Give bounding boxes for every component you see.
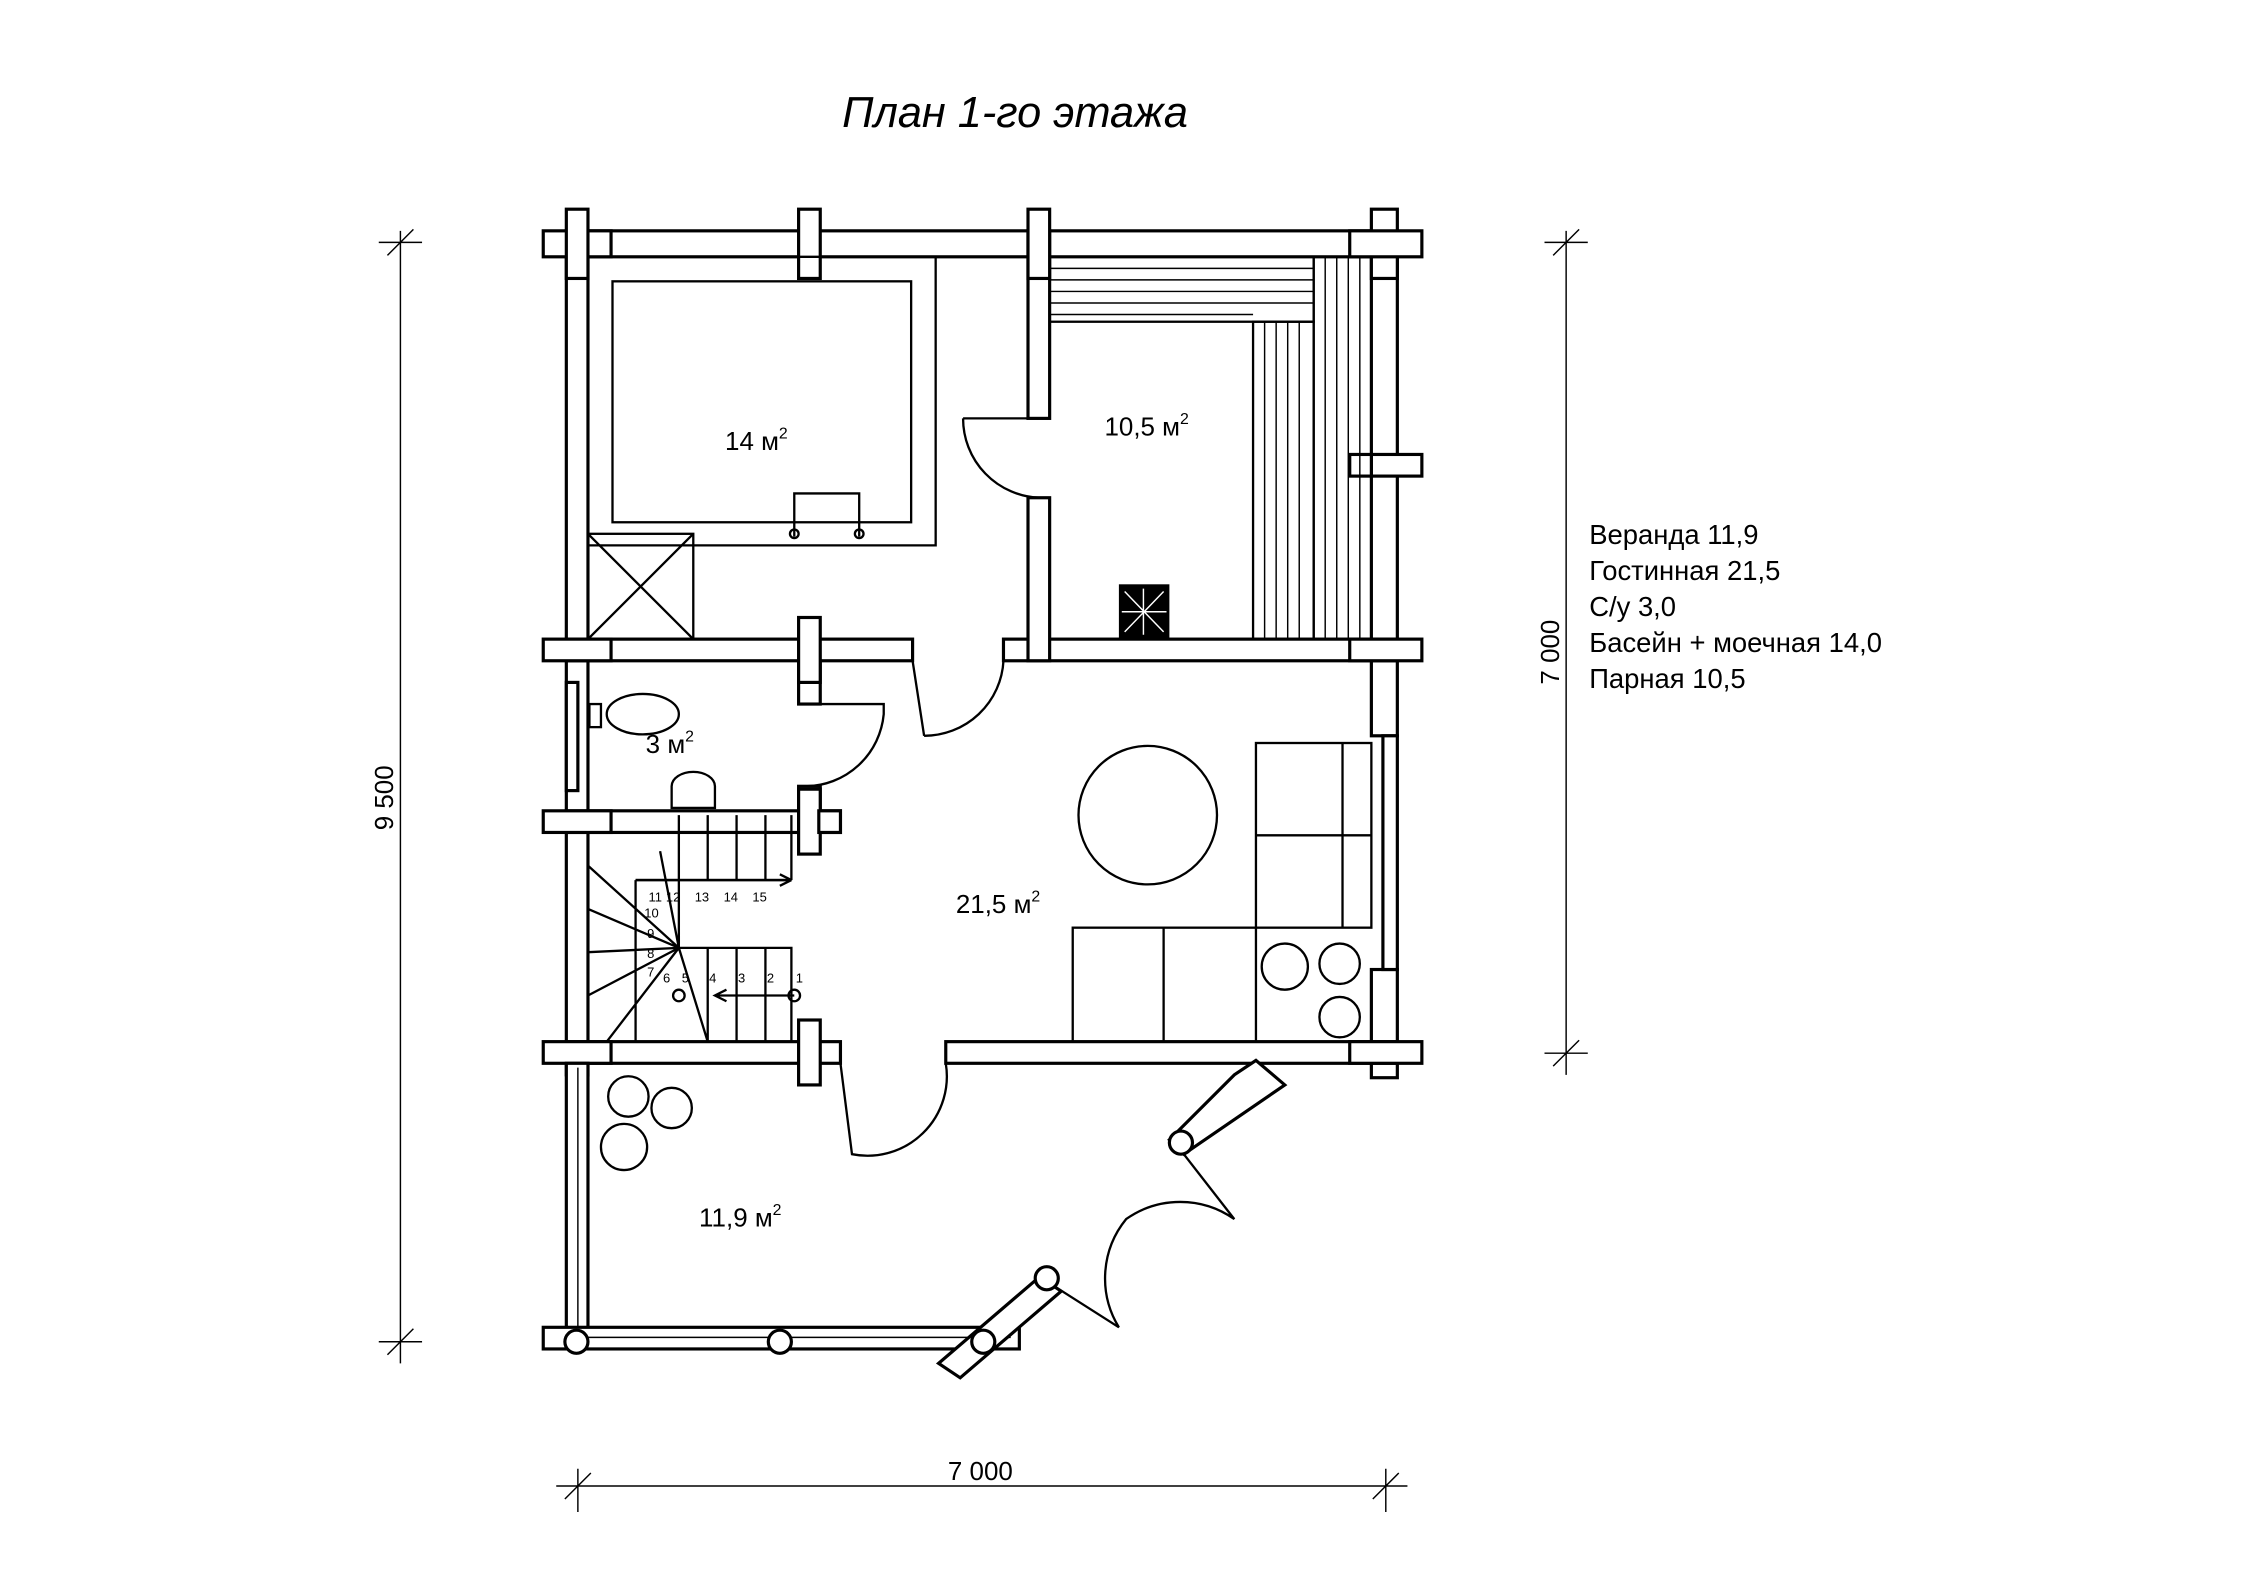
dimension-lines	[378, 228, 1588, 1512]
step-number: 1	[796, 970, 803, 985]
room-area-pool: 14 м2	[725, 426, 788, 457]
sauna-benches	[1048, 255, 1373, 641]
legend-item: Парная 10,5	[1589, 663, 1745, 694]
room-area-veranda: 11,9 м2	[699, 1202, 782, 1233]
room-area-wc: 3 м2	[646, 729, 695, 760]
plant-icon	[599, 942, 1361, 1172]
doors	[805, 417, 1236, 1329]
legend-item: С/у 3,0	[1589, 591, 1676, 622]
step-number: 5	[682, 970, 689, 985]
area-legend: Веранда 11,9 Гостинная 21,5 С/у 3,0 Басе…	[1589, 519, 1882, 694]
step-number: 8	[647, 946, 654, 961]
room-area-living: 21,5 м2	[956, 889, 1041, 920]
legend-item: Гостинная 21,5	[1589, 555, 1780, 586]
dimension-right: 7 000	[1535, 620, 1565, 685]
step-number: 11	[649, 890, 662, 905]
legend-item: Веранда 11,9	[1589, 519, 1758, 550]
dimension-left: 9 500	[369, 765, 399, 830]
staircase: 1 2 3 4 5 6 7 8 9 10 11 12 13 14 15	[587, 815, 803, 1043]
step-number: 14	[724, 890, 738, 905]
dimension-bottom: 7 000	[948, 1456, 1013, 1486]
living-furniture	[599, 741, 1373, 1172]
walls	[541, 207, 1424, 1380]
step-number: 9	[647, 926, 654, 941]
pool	[586, 255, 937, 641]
step-number: 2	[767, 970, 774, 985]
plan-title: План 1-го этажа	[842, 89, 1188, 137]
wc-fixtures	[588, 692, 717, 810]
step-number: 13	[695, 890, 709, 905]
step-number: 3	[738, 970, 745, 985]
step-number: 4	[709, 970, 716, 985]
step-number: 15	[752, 890, 766, 905]
step-number: 7	[647, 965, 654, 980]
legend-item: Басейн + моечная 14,0	[1589, 627, 1882, 658]
step-number: 10	[644, 906, 658, 921]
columns	[563, 1129, 1195, 1355]
step-number: 12	[666, 890, 680, 905]
step-number: 6	[663, 970, 670, 985]
room-area-steam: 10,5 м2	[1104, 411, 1189, 442]
